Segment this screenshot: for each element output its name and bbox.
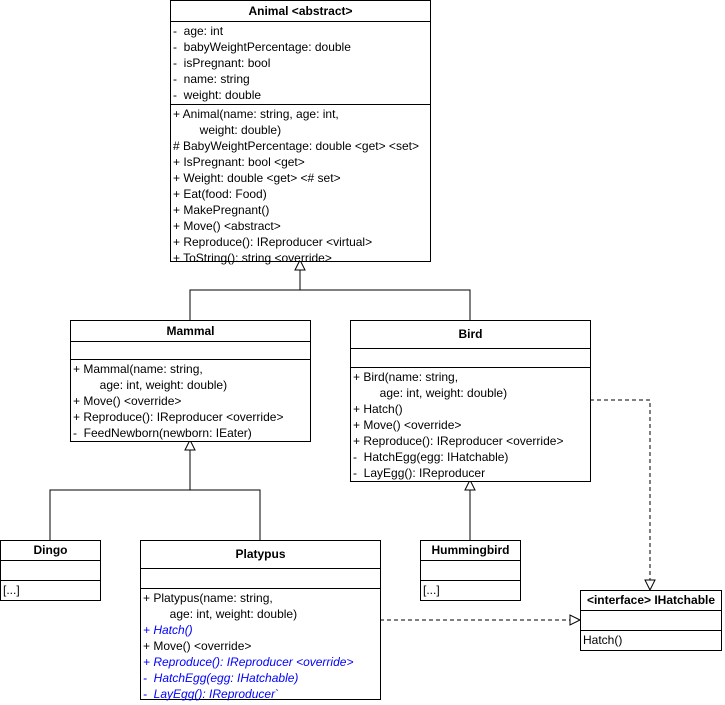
- method-inherited: + Reproduce(): IReproducer <override>: [143, 655, 354, 669]
- class-hummingbird-attributes: [421, 561, 520, 581]
- edge-mammal-to-animal: [189, 270, 301, 320]
- attribute: - weight: double: [173, 88, 262, 102]
- interface-ihatchable-title: <interface> IHatchable: [581, 591, 721, 611]
- method: + ToString(): string <override>: [173, 251, 332, 265]
- class-platypus-title: Platypus: [141, 541, 380, 569]
- interface-ihatchable-attributes: [581, 611, 721, 631]
- arrowhead-ihatchable-top: [644, 579, 656, 592]
- class-hummingbird: Hummingbird [...]: [420, 540, 521, 601]
- method: age: int, weight: double): [143, 607, 298, 621]
- class-platypus-attributes: [141, 569, 380, 589]
- method: + IsPregnant: bool <get>: [173, 155, 305, 169]
- method: - HatchEgg(egg: IHatchable): [353, 450, 509, 464]
- method: Hatch(): [583, 633, 623, 647]
- method-inherited: + Hatch(): [143, 623, 193, 637]
- method: + Bird(name: string,: [353, 370, 459, 384]
- class-animal: Animal <abstract> - age: int - babyWeigh…: [170, 0, 431, 265]
- attribute: - name: string: [173, 72, 250, 86]
- arrowhead-animal: [294, 258, 306, 271]
- class-bird-title: Bird: [351, 321, 590, 349]
- method: + Reproduce(): IReproducer <override>: [353, 434, 564, 448]
- method: + Move() <override>: [353, 418, 462, 432]
- method: + Hatch(): [353, 402, 403, 416]
- method: age: int, weight: double): [353, 386, 508, 400]
- method: + MakePregnant(): [173, 203, 270, 217]
- class-mammal-attributes: [71, 342, 310, 360]
- method-inherited: - HatchEgg(egg: IHatchable): [143, 671, 299, 685]
- class-platypus-methods: + Platypus(name: string, age: int, weigh…: [141, 589, 380, 703]
- attribute: - babyWeightPercentage: double: [173, 40, 351, 54]
- class-dingo-body: [...]: [1, 581, 100, 599]
- edge-bird-to-ihatchable: [590, 399, 651, 580]
- class-platypus: Platypus + Platypus(name: string, age: i…: [140, 540, 381, 703]
- arrowhead-mammal: [184, 438, 196, 451]
- method: age: int, weight: double): [73, 378, 228, 392]
- method: + Platypus(name: string,: [143, 591, 273, 605]
- interface-ihatchable: <interface> IHatchable Hatch(): [580, 590, 722, 651]
- method: + Reproduce(): IReproducer <override>: [73, 410, 284, 424]
- interface-ihatchable-methods: Hatch(): [581, 631, 721, 649]
- class-dingo-title: Dingo: [1, 541, 100, 561]
- class-animal-attributes: - age: int - babyWeightPercentage: doubl…: [171, 22, 430, 105]
- edge-dingo-to-mammal: [49, 450, 191, 540]
- method: + Reproduce(): IReproducer <virtual>: [173, 235, 373, 249]
- method: + Move() <override>: [143, 639, 252, 653]
- class-dingo-attributes: [1, 561, 100, 581]
- class-mammal-title: Mammal: [71, 321, 310, 342]
- class-hummingbird-body: [...]: [421, 581, 520, 599]
- arrowhead-ihatchable-left: [569, 614, 582, 626]
- method: + Eat(food: Food): [173, 187, 267, 201]
- class-bird: Bird + Bird(name: string, age: int, weig…: [350, 320, 591, 482]
- class-hummingbird-title: Hummingbird: [421, 541, 520, 561]
- method: + Weight: double <get> <# set>: [173, 171, 341, 185]
- method: + Animal(name: string, age: int,: [173, 107, 339, 121]
- method: - LayEgg(): IReproducer: [353, 466, 486, 480]
- method: # BabyWeightPercentage: double <get> <se…: [173, 139, 419, 153]
- class-mammal: Mammal + Mammal(name: string, age: int, …: [70, 320, 311, 442]
- class-mammal-methods: + Mammal(name: string, age: int, weight:…: [71, 360, 310, 442]
- attribute: - age: int: [173, 24, 224, 38]
- arrowhead-bird: [464, 478, 476, 491]
- attribute: - isPregnant: bool: [173, 56, 271, 70]
- collapsed-members: [...]: [3, 583, 20, 597]
- class-dingo: Dingo [...]: [0, 540, 101, 601]
- method: + Move() <abstract>: [173, 219, 281, 233]
- class-bird-attributes: [351, 349, 590, 368]
- edge-platypus-to-mammal: [190, 489, 261, 540]
- class-animal-methods: + Animal(name: string, age: int, weight:…: [171, 105, 430, 267]
- edge-bird-to-animal: [300, 289, 471, 320]
- method: + Mammal(name: string,: [73, 362, 203, 376]
- method-inherited: - LayEgg(): IReproducer`: [143, 687, 280, 701]
- class-bird-methods: + Bird(name: string, age: int, weight: d…: [351, 368, 590, 482]
- method: + Move() <override>: [73, 394, 182, 408]
- class-animal-title: Animal <abstract>: [171, 1, 430, 22]
- method: - FeedNewborn(newborn: IEater): [73, 426, 252, 440]
- collapsed-members: [...]: [423, 583, 440, 597]
- method: weight: double): [173, 123, 282, 137]
